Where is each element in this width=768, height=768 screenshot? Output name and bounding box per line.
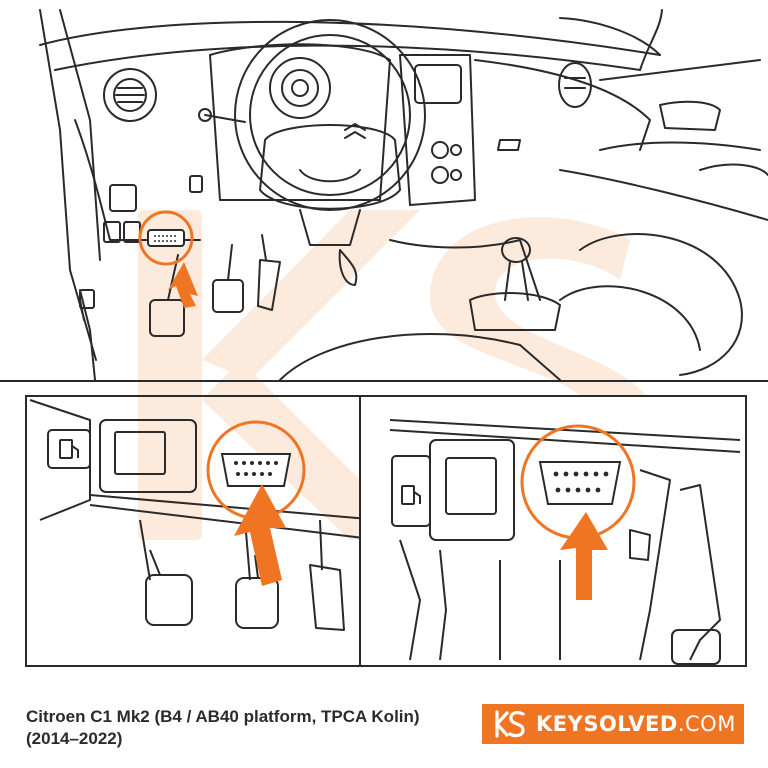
- brand-name: KEYSOLVED: [536, 712, 678, 736]
- arrow-up-icon: [560, 512, 608, 600]
- arrow-up-icon: [168, 262, 198, 308]
- obd-port-callout-top: [138, 210, 198, 308]
- vehicle-caption: Citroen C1 Mk2 (B4 / AB40 platform, TPCA…: [26, 706, 466, 750]
- fuel-pump-icon: [59, 439, 79, 459]
- detail-panel-left: [25, 395, 383, 667]
- obd-port-callout-left: [206, 420, 306, 586]
- caption-years-line: (2014–2022): [26, 729, 123, 748]
- arrow-up-icon: [234, 484, 286, 586]
- keysolved-wordmark: KEYSOLVED.COM: [536, 712, 736, 736]
- detail-panel-right: [359, 395, 747, 667]
- caption-model-line: Citroen C1 Mk2 (B4 / AB40 platform, TPCA…: [26, 707, 420, 726]
- fuel-pump-icon: [401, 485, 421, 505]
- citroen-chevron-icon: [344, 123, 366, 139]
- obd-port-callout-right: [520, 424, 636, 600]
- ks-logo-icon: [495, 710, 525, 738]
- illustration-scene: [0, 9, 768, 667]
- brand-suffix: .COM: [677, 712, 736, 736]
- dashboard-interior: [39, 9, 768, 381]
- keysolved-banner[interactable]: KEYSOLVED.COM: [482, 704, 744, 744]
